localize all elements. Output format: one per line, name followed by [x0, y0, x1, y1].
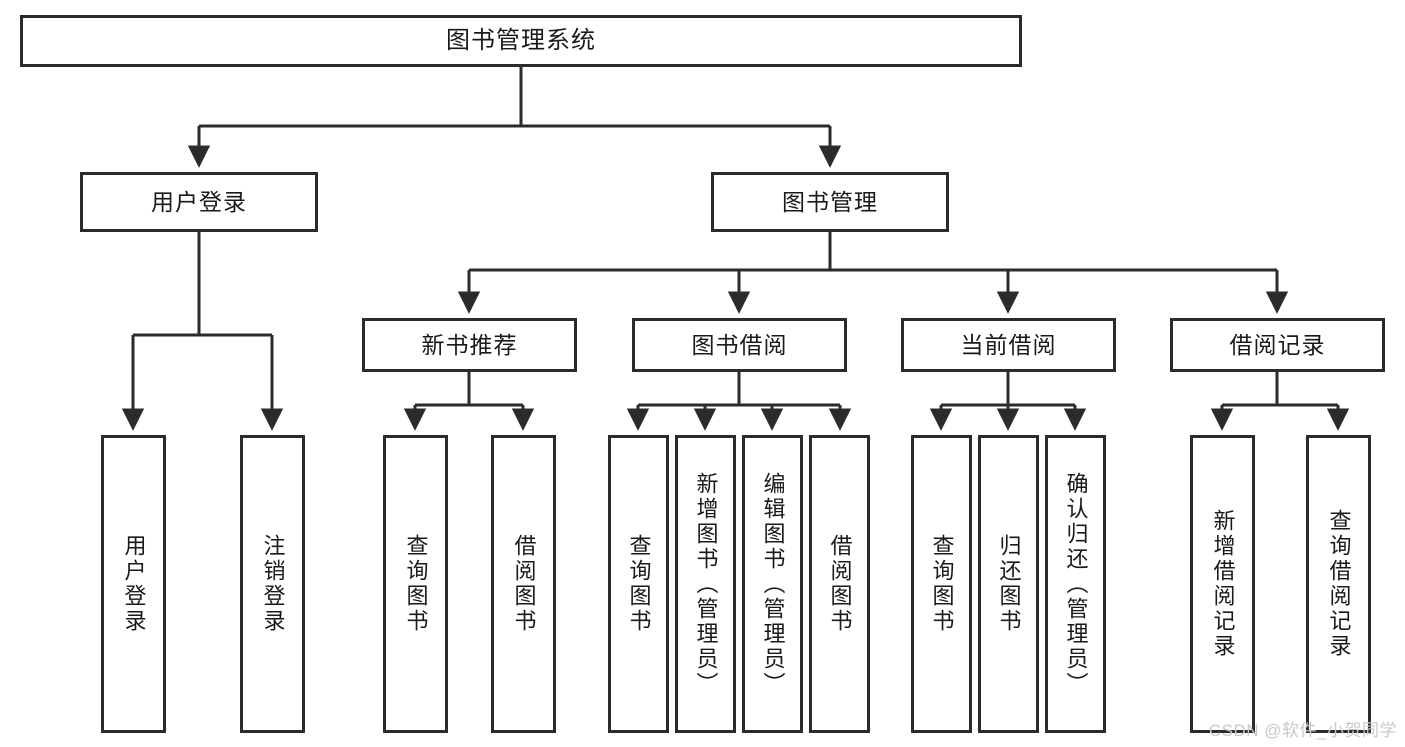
node-label: 当前借阅	[960, 331, 1057, 358]
node-leaf-user-logout[interactable]: 注销登录	[240, 435, 305, 733]
node-leaf-user-login[interactable]: 用户登录	[101, 435, 166, 733]
node-book-management[interactable]: 图书管理	[711, 172, 949, 232]
node-label: 新增图书（管理员）	[693, 471, 719, 697]
node-label: 确认归还（管理员）	[1063, 471, 1089, 697]
node-leaf-return-book[interactable]: 归还图书	[978, 435, 1039, 733]
node-label: 用户登录	[151, 188, 247, 215]
node-label: 新增借阅记录	[1210, 509, 1236, 659]
node-leaf-query-borrow-record[interactable]: 查询借阅记录	[1306, 435, 1371, 733]
node-label: 图书管理系统	[446, 27, 596, 54]
node-label: 查询图书	[403, 534, 429, 634]
node-label: 归还图书	[996, 534, 1022, 634]
node-label: 图书借阅	[691, 331, 788, 358]
node-borrow-record[interactable]: 借阅记录	[1170, 318, 1385, 372]
node-leaf-add-book[interactable]: 新增图书（管理员）	[675, 435, 736, 733]
node-label: 查询借阅记录	[1326, 509, 1352, 659]
node-label: 借阅图书	[827, 534, 853, 634]
node-leaf-borrow-book[interactable]: 借阅图书	[809, 435, 870, 733]
node-leaf-edit-book[interactable]: 编辑图书（管理员）	[742, 435, 803, 733]
node-leaf-confirm-return[interactable]: 确认归还（管理员）	[1045, 435, 1106, 733]
node-label: 查询图书	[626, 534, 652, 634]
node-label: 借阅记录	[1229, 331, 1326, 358]
node-label: 编辑图书（管理员）	[760, 471, 786, 697]
node-label: 查询图书	[929, 534, 955, 634]
node-new-book-recommend[interactable]: 新书推荐	[362, 318, 577, 372]
node-leaf-query-book-recommend[interactable]: 查询图书	[383, 435, 448, 733]
node-leaf-borrow-book-recommend[interactable]: 借阅图书	[491, 435, 556, 733]
node-root-book-management-system[interactable]: 图书管理系统	[20, 15, 1022, 67]
node-label: 图书管理	[782, 188, 878, 215]
node-leaf-query-book-borrow[interactable]: 查询图书	[608, 435, 669, 733]
node-leaf-query-book-current[interactable]: 查询图书	[911, 435, 972, 733]
node-label: 借阅图书	[511, 534, 537, 634]
node-book-borrow[interactable]: 图书借阅	[632, 318, 847, 372]
node-current-borrow[interactable]: 当前借阅	[901, 318, 1116, 372]
node-label: 新书推荐	[421, 331, 518, 358]
node-label: 注销登录	[260, 534, 286, 634]
node-user-login[interactable]: 用户登录	[80, 172, 318, 232]
node-leaf-add-borrow-record[interactable]: 新增借阅记录	[1190, 435, 1255, 733]
node-label: 用户登录	[121, 534, 147, 634]
